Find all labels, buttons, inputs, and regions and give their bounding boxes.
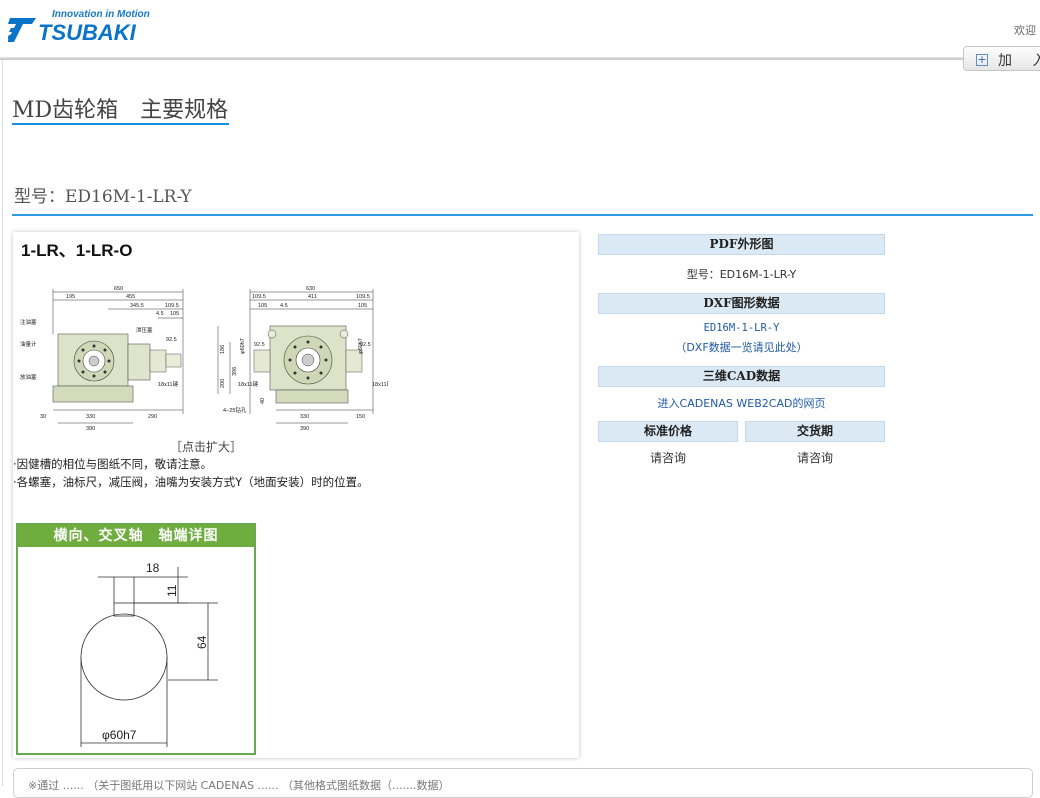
pdf-link-text: 型号：ED16M-1-LR-Y	[686, 268, 797, 281]
dim-40: 40	[260, 398, 266, 404]
label-key-b: 18x11键	[238, 380, 259, 388]
dim-390-b: 390	[300, 426, 309, 432]
price-value: 请咨询	[649, 451, 686, 465]
dim-4-5-b: 4.5	[280, 303, 288, 309]
welcome-text: 欢迎	[1014, 24, 1036, 37]
cad-header: 三维CAD数据	[598, 366, 885, 387]
dim-105-c: 105	[358, 303, 367, 309]
note-keyway: ·因健槽的相位与图纸不同，敬请注意。	[13, 457, 213, 471]
dim-411: 411	[308, 294, 317, 300]
shaft-end-drawing: 18 11 64 φ60h7	[80, 561, 218, 747]
shaft-dim-width: 18	[146, 561, 160, 575]
dim-109-5-b: 109.5	[252, 294, 266, 300]
dxf-list-link[interactable]: （DXF数据一览请见此处）	[675, 341, 808, 354]
logo-wordmark: TSUBAKI	[38, 20, 136, 45]
dim-phi60-b: φ60h7	[358, 338, 364, 354]
dxf-header: DXF图形数据	[598, 293, 885, 314]
join-button-label: 加 入	[998, 53, 1040, 69]
pdf-header: PDF外形图	[598, 234, 885, 255]
label-bolt-hole: 4−25钻孔	[223, 406, 247, 414]
cad-link[interactable]: 进入CADENAS WEB2CAD的网页	[657, 397, 826, 410]
shaft-dim-depth: 11	[165, 584, 179, 597]
note-plug-position: ·各螺塞，油标尺，减压阀，油嘴为安装方式Y（地面安装）时的位置。	[13, 475, 369, 489]
dim-105-a: 105	[170, 311, 179, 317]
logo-mark-icon	[8, 18, 36, 42]
shaft-detail-box[interactable]: 横向、交叉轴 轴端详图 18 11 64 φ60h7	[16, 523, 256, 755]
join-button[interactable]: + 加 入	[963, 46, 1040, 71]
label-key-c: 18x11键	[372, 380, 388, 388]
dim-109-5-c: 109.5	[356, 294, 370, 300]
dim-330-b: 330	[300, 414, 309, 420]
label-oil-plug: 注油塞	[20, 318, 37, 326]
page-title-underline	[12, 123, 229, 125]
site-header: Innovation in Motion TSUBAKI 欢迎	[0, 0, 1040, 58]
drawing-heading: 1-LR、1-LR-O	[21, 241, 133, 260]
dim-390-a: 390	[86, 426, 95, 432]
dim-phi60-a: φ60h7	[240, 338, 246, 354]
dim-290: 290	[148, 414, 157, 420]
dim-109-5-a: 109.5	[165, 303, 179, 309]
plus-icon: +	[976, 53, 988, 66]
drawing-panel: 1-LR、1-LR-O 650 195 455 345.5	[13, 232, 579, 758]
model-title: 型号：ED16M-1-LR-Y	[14, 187, 192, 207]
dim-150: 150	[356, 414, 365, 420]
shaft-detail-title: 横向、交叉轴 轴端详图	[18, 525, 254, 547]
dim-330-a: 330	[86, 414, 95, 420]
pdf-link[interactable]: 型号：ED16M-1-LR-Y	[598, 266, 885, 282]
dim-4-5-a: 4.5	[156, 311, 164, 317]
label-key-a: 18x11键	[158, 380, 179, 388]
dim-396: 396	[232, 367, 238, 376]
label-drain-plug: 放油塞	[20, 373, 37, 381]
gearbox-outline-drawing[interactable]: 650 195 455 345.5 109.5 4.5 105 92.5 注油塞…	[18, 284, 388, 434]
delivery-header: 交货期	[745, 421, 885, 442]
page-title: MD齿轮箱 主要规格	[12, 98, 229, 123]
label-oil-gauge: 油量计	[20, 340, 37, 348]
footer-note-text: ※通过 ...... （关于图纸用以下网站 CADENAS ...... （其他…	[28, 779, 450, 792]
dim-186: 186	[220, 345, 226, 354]
dim-200: 200	[220, 379, 226, 388]
label-vent-plug: 泄压塞	[136, 326, 153, 334]
dim-345-5: 345.5	[130, 303, 144, 309]
dim-30: 30	[40, 414, 46, 420]
content-border	[2, 60, 3, 786]
shaft-dim-height: 64	[195, 635, 209, 649]
logo-tagline: Innovation in Motion	[52, 9, 150, 20]
model-title-underline	[12, 214, 1033, 216]
dim-195: 195	[66, 294, 75, 300]
dim-650: 650	[114, 286, 123, 292]
tsubaki-logo[interactable]	[8, 8, 153, 48]
dim-92-5-c: 92.5	[360, 342, 371, 348]
footer-note-box: ※通过 ...... （关于图纸用以下网站 CADENAS ...... （其他…	[13, 768, 1033, 798]
dim-92-5-b: 92.5	[254, 342, 265, 348]
dxf-link[interactable]: ED16M-1-LR-Y	[703, 322, 780, 334]
shaft-dim-diameter: φ60h7	[102, 728, 137, 742]
delivery-value: 请咨询	[796, 451, 833, 465]
price-header: 标准价格	[598, 421, 738, 442]
header-divider	[0, 57, 1040, 60]
enlarge-link[interactable]: ［点击扩大］	[170, 440, 243, 454]
dim-630: 630	[306, 286, 315, 292]
dim-92-5-a: 92.5	[166, 337, 177, 343]
dim-455: 455	[126, 294, 135, 300]
dim-105-b: 105	[258, 303, 267, 309]
